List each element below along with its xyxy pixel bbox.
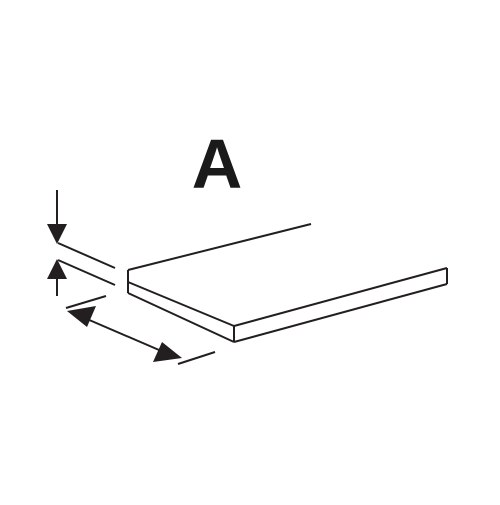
width-extension-right (177, 351, 216, 365)
bar-right-top-edge (233, 267, 448, 327)
thickness-arrowhead-down (47, 224, 67, 244)
bar-right-bottom-edge (233, 283, 448, 343)
width-extension-lines (65, 295, 216, 365)
flat-bar (127, 223, 448, 343)
bar-bottom-front-edge (127, 292, 235, 343)
bar-top-back-edge (127, 223, 312, 271)
bar-top-front-edge (127, 281, 235, 327)
thickness-extension-top (57, 242, 116, 269)
section-label: A (191, 125, 243, 203)
thickness-extension-lines (57, 242, 116, 286)
width-arrowhead-left (67, 306, 96, 327)
width-extension-left (65, 295, 107, 309)
width-arrowhead-right (153, 342, 182, 362)
thickness-arrowhead-up (47, 259, 67, 279)
thickness-extension-bottom (57, 259, 116, 286)
width-dimension-line (79, 315, 167, 354)
